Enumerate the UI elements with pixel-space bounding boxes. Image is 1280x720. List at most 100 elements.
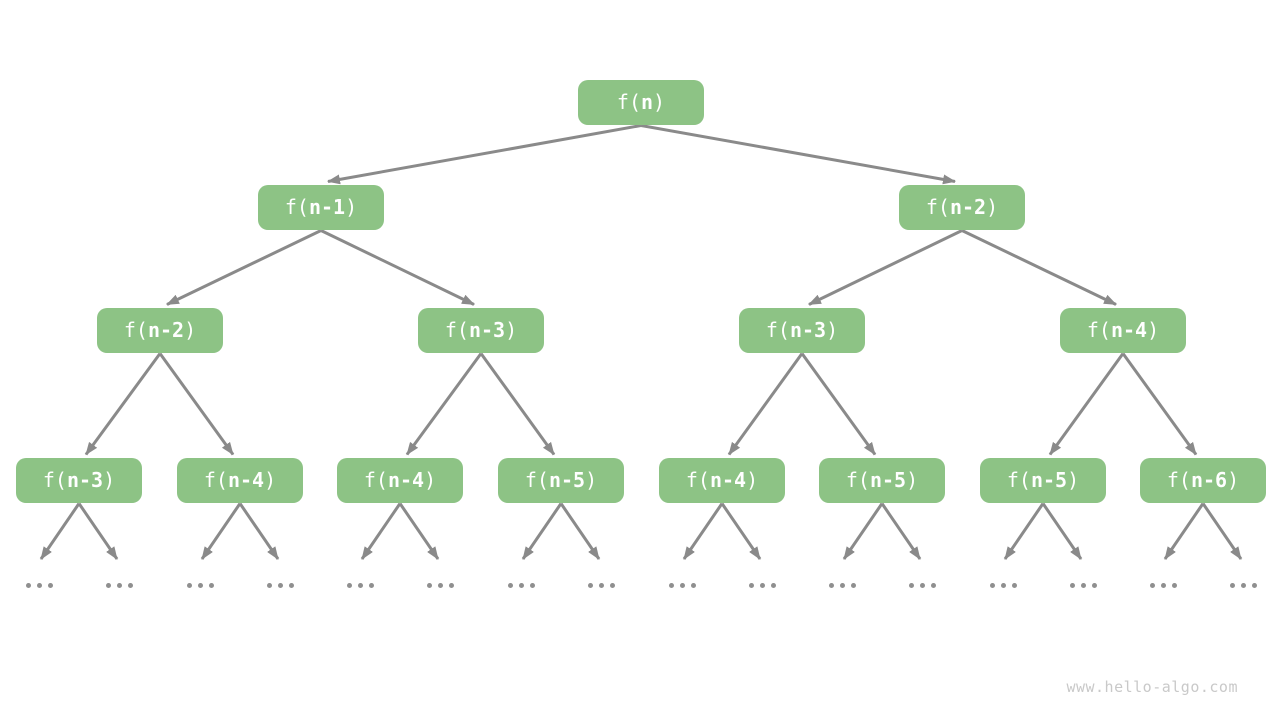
ellipsis bbox=[508, 583, 535, 588]
ellipsis bbox=[267, 583, 294, 588]
ellipsis bbox=[1070, 583, 1097, 588]
tree-node: f(n-3) bbox=[418, 307, 544, 353]
ellipsis bbox=[1150, 583, 1177, 588]
edge-arrow bbox=[521, 502, 563, 560]
edge-arrow bbox=[39, 502, 81, 560]
tree-node: f(n-4) bbox=[177, 457, 303, 503]
node-label-prefix: f( bbox=[925, 195, 950, 219]
edge-arrow bbox=[1163, 502, 1205, 560]
ellipsis bbox=[106, 583, 133, 588]
node-label-prefix: f( bbox=[203, 468, 228, 492]
node-label-arg: n-3 bbox=[468, 318, 506, 342]
tree-node: f(n-4) bbox=[337, 457, 463, 503]
node-label-prefix: f( bbox=[765, 318, 790, 342]
node-label-prefix: f( bbox=[363, 468, 388, 492]
node-label-suffix: ) bbox=[345, 195, 358, 219]
tree-node: f(n-5) bbox=[980, 457, 1106, 503]
node-label-suffix: ) bbox=[103, 468, 116, 492]
node-label-prefix: f( bbox=[524, 468, 549, 492]
edge-arrow bbox=[320, 229, 475, 306]
node-label-prefix: f( bbox=[42, 468, 67, 492]
edge-arrow bbox=[842, 502, 884, 560]
node-label-prefix: f( bbox=[616, 90, 641, 114]
node-label-arg: n-3 bbox=[66, 468, 104, 492]
edge-arrow bbox=[405, 352, 483, 456]
node-label-arg: n-4 bbox=[709, 468, 747, 492]
edge-arrow bbox=[238, 502, 280, 560]
node-label-prefix: f( bbox=[123, 318, 148, 342]
node-label-suffix: ) bbox=[746, 468, 759, 492]
node-label-suffix: ) bbox=[906, 468, 919, 492]
edge-arrow bbox=[158, 352, 235, 456]
node-label-arg: n-3 bbox=[789, 318, 827, 342]
node-label-suffix: ) bbox=[184, 318, 197, 342]
tree-node: f(n-6) bbox=[1140, 457, 1266, 503]
tree-node: f(n-3) bbox=[739, 307, 865, 353]
tree-node: f(n-4) bbox=[1060, 307, 1186, 353]
edge-arrow bbox=[1121, 352, 1198, 456]
ellipsis bbox=[187, 583, 214, 588]
edge-arrow bbox=[77, 502, 119, 560]
edge-arrow bbox=[398, 502, 440, 560]
edge-arrow bbox=[559, 502, 601, 560]
edge-arrow bbox=[808, 229, 963, 306]
node-label-prefix: f( bbox=[1006, 468, 1031, 492]
node-label-suffix: ) bbox=[585, 468, 598, 492]
tree-node: f(n-5) bbox=[498, 457, 624, 503]
node-label-suffix: ) bbox=[826, 318, 839, 342]
edge-arrow bbox=[200, 502, 242, 560]
tree-node: f(n-3) bbox=[16, 457, 142, 503]
edge-arrow bbox=[1048, 352, 1125, 456]
watermark: www.hello-algo.com bbox=[1066, 678, 1238, 696]
node-label-arg: n-2 bbox=[147, 318, 185, 342]
ellipsis bbox=[26, 583, 53, 588]
tree-node: f(n-2) bbox=[97, 307, 223, 353]
node-label-suffix: ) bbox=[1147, 318, 1160, 342]
node-label-arg: n-1 bbox=[308, 195, 346, 219]
edge-arrow bbox=[640, 124, 956, 185]
ellipsis bbox=[347, 583, 374, 588]
edge-arrow bbox=[1201, 502, 1243, 560]
edge-arrow bbox=[360, 502, 402, 560]
ellipsis bbox=[427, 583, 454, 588]
edge-arrow bbox=[720, 502, 762, 560]
node-label-arg: n-5 bbox=[869, 468, 907, 492]
node-label-arg: n-5 bbox=[1030, 468, 1068, 492]
ellipsis bbox=[1230, 583, 1257, 588]
edge-arrow bbox=[961, 229, 1117, 306]
edge-arrow bbox=[479, 352, 556, 456]
edge-arrow bbox=[682, 502, 724, 560]
edge-arrow bbox=[1003, 502, 1045, 560]
node-label-suffix: ) bbox=[1067, 468, 1080, 492]
node-label-arg: n-4 bbox=[387, 468, 425, 492]
node-label-prefix: f( bbox=[1086, 318, 1111, 342]
ellipsis bbox=[909, 583, 936, 588]
ellipsis bbox=[669, 583, 696, 588]
node-label-prefix: f( bbox=[685, 468, 710, 492]
edge-arrow bbox=[727, 352, 804, 456]
edge-arrow bbox=[327, 124, 642, 185]
node-label-suffix: ) bbox=[424, 468, 437, 492]
node-label-arg: n-4 bbox=[227, 468, 265, 492]
tree-node: f(n-2) bbox=[899, 184, 1025, 230]
node-label-prefix: f( bbox=[845, 468, 870, 492]
node-label-suffix: ) bbox=[1227, 468, 1240, 492]
edge-arrow bbox=[166, 229, 322, 306]
ellipsis bbox=[829, 583, 856, 588]
node-label-suffix: ) bbox=[505, 318, 518, 342]
tree-node: f(n-5) bbox=[819, 457, 945, 503]
node-label-suffix: ) bbox=[653, 90, 666, 114]
node-label-arg: n bbox=[641, 90, 654, 114]
edge-arrow bbox=[880, 502, 922, 560]
node-label-suffix: ) bbox=[986, 195, 999, 219]
node-label-arg: n-2 bbox=[949, 195, 987, 219]
node-label-prefix: f( bbox=[444, 318, 469, 342]
edge-arrow bbox=[84, 352, 162, 456]
ellipsis bbox=[990, 583, 1017, 588]
node-label-arg: n-6 bbox=[1190, 468, 1228, 492]
edge-arrow bbox=[1041, 502, 1083, 560]
tree-node: f(n) bbox=[578, 79, 704, 125]
node-label-arg: n-4 bbox=[1110, 318, 1148, 342]
